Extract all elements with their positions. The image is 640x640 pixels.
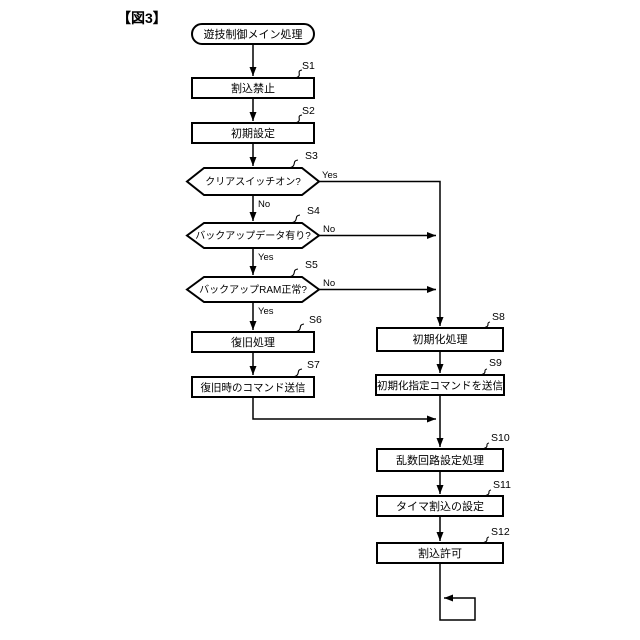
flow-node-s8: 初期化処理 S8 — [376, 311, 505, 352]
s11-step-label: S11 — [493, 479, 511, 491]
s4-hexagon — [185, 222, 321, 249]
flow-node-s11: タイマ割込の設定 S11 — [376, 479, 511, 517]
start-terminal-label: 遊技制御メイン処理 — [204, 27, 303, 41]
s5-step-label: S5 — [305, 259, 318, 271]
flow-node-s9: 初期化指定コマンドを送信 S9 — [375, 357, 505, 396]
s5-leader-line — [288, 268, 299, 278]
s10-box — [376, 448, 504, 472]
flow-node-s2: 初期設定 S2 — [191, 105, 315, 144]
flow-node-s3: クリアスイッチオン? S3 — [185, 150, 321, 196]
s2-label: 初期設定 — [231, 126, 275, 140]
s2-step-label: S2 — [302, 105, 315, 117]
flow-node-s5: バックアップRAM正常? S5 — [185, 259, 321, 303]
s2-leader-line — [294, 114, 303, 124]
s11-leader-line — [483, 489, 492, 497]
connector-s12-loop — [439, 563, 476, 621]
s9-box — [375, 374, 505, 396]
s4-step-label: S4 — [307, 205, 320, 217]
s3-step-label: S3 — [305, 150, 318, 162]
s12-box — [376, 542, 504, 564]
s8-label: 初期化処理 — [413, 332, 468, 346]
branch-label-s4-no: No — [323, 224, 335, 235]
s7-label: 復旧時のコマンド送信 — [201, 381, 306, 394]
s1-box — [191, 77, 315, 99]
s8-leader-line — [482, 321, 491, 329]
s8-box — [376, 327, 504, 352]
s7-leader-line — [292, 368, 303, 378]
s12-leader-line — [481, 536, 490, 544]
branch-label-s3-no: No — [258, 199, 270, 210]
s5-label: バックアップRAM正常? — [199, 283, 307, 296]
branch-label-s5-no: No — [323, 278, 335, 289]
s2-box — [191, 122, 315, 144]
s12-label: 割込許可 — [418, 546, 462, 560]
flow-node-s7: 復旧時のコマンド送信 S7 — [191, 359, 320, 398]
s12-step-label: S12 — [491, 526, 510, 538]
flow-node-start: 遊技制御メイン処理 — [191, 23, 315, 45]
branch-label-s3-yes: Yes — [322, 170, 338, 181]
s10-leader-line — [481, 442, 490, 450]
s6-leader-line — [294, 323, 305, 333]
branch-label-s4-yes: Yes — [258, 252, 274, 263]
s6-label: 復旧処理 — [231, 336, 275, 349]
s1-step-label: S1 — [302, 60, 315, 72]
s3-label: クリアスイッチオン? — [205, 176, 301, 188]
s10-step-label: S10 — [491, 432, 510, 444]
s9-label: 初期化指定コマンドを送信 — [377, 379, 503, 392]
flow-node-s4: バックアップデータ有り? S4 — [185, 205, 321, 249]
s1-label: 割込禁止 — [231, 81, 275, 95]
figure-title: 【図3】 — [117, 10, 167, 26]
s11-box — [376, 495, 504, 517]
s4-leader-line — [290, 214, 301, 224]
branch-label-s5-yes: Yes — [258, 306, 274, 317]
s5-hexagon — [185, 276, 321, 303]
flow-node-s12: 割込許可 S12 — [376, 526, 510, 564]
connector-s3-yes-s8 — [319, 180, 444, 326]
flow-node-s6: 復旧処理 S6 — [191, 314, 322, 353]
s10-label: 乱数回路設定処理 — [396, 453, 484, 467]
s7-box — [191, 376, 315, 398]
connector-s7-merge — [252, 397, 436, 423]
s1-leader-line — [294, 69, 303, 79]
s9-step-label: S9 — [489, 357, 502, 369]
s3-hexagon — [185, 167, 321, 196]
s6-box — [191, 331, 315, 353]
s7-step-label: S7 — [307, 359, 320, 371]
s8-step-label: S8 — [492, 311, 505, 323]
flow-node-s10: 乱数回路設定処理 S10 — [376, 432, 510, 472]
flow-node-s1: 割込禁止 S1 — [191, 60, 315, 99]
s4-label: バックアップデータ有り? — [195, 229, 311, 242]
s9-leader-line — [479, 368, 488, 376]
s6-step-label: S6 — [309, 314, 322, 326]
s11-label: タイマ割込の設定 — [396, 499, 484, 513]
start-terminal-shape — [191, 23, 315, 45]
s3-leader-line — [288, 159, 299, 169]
